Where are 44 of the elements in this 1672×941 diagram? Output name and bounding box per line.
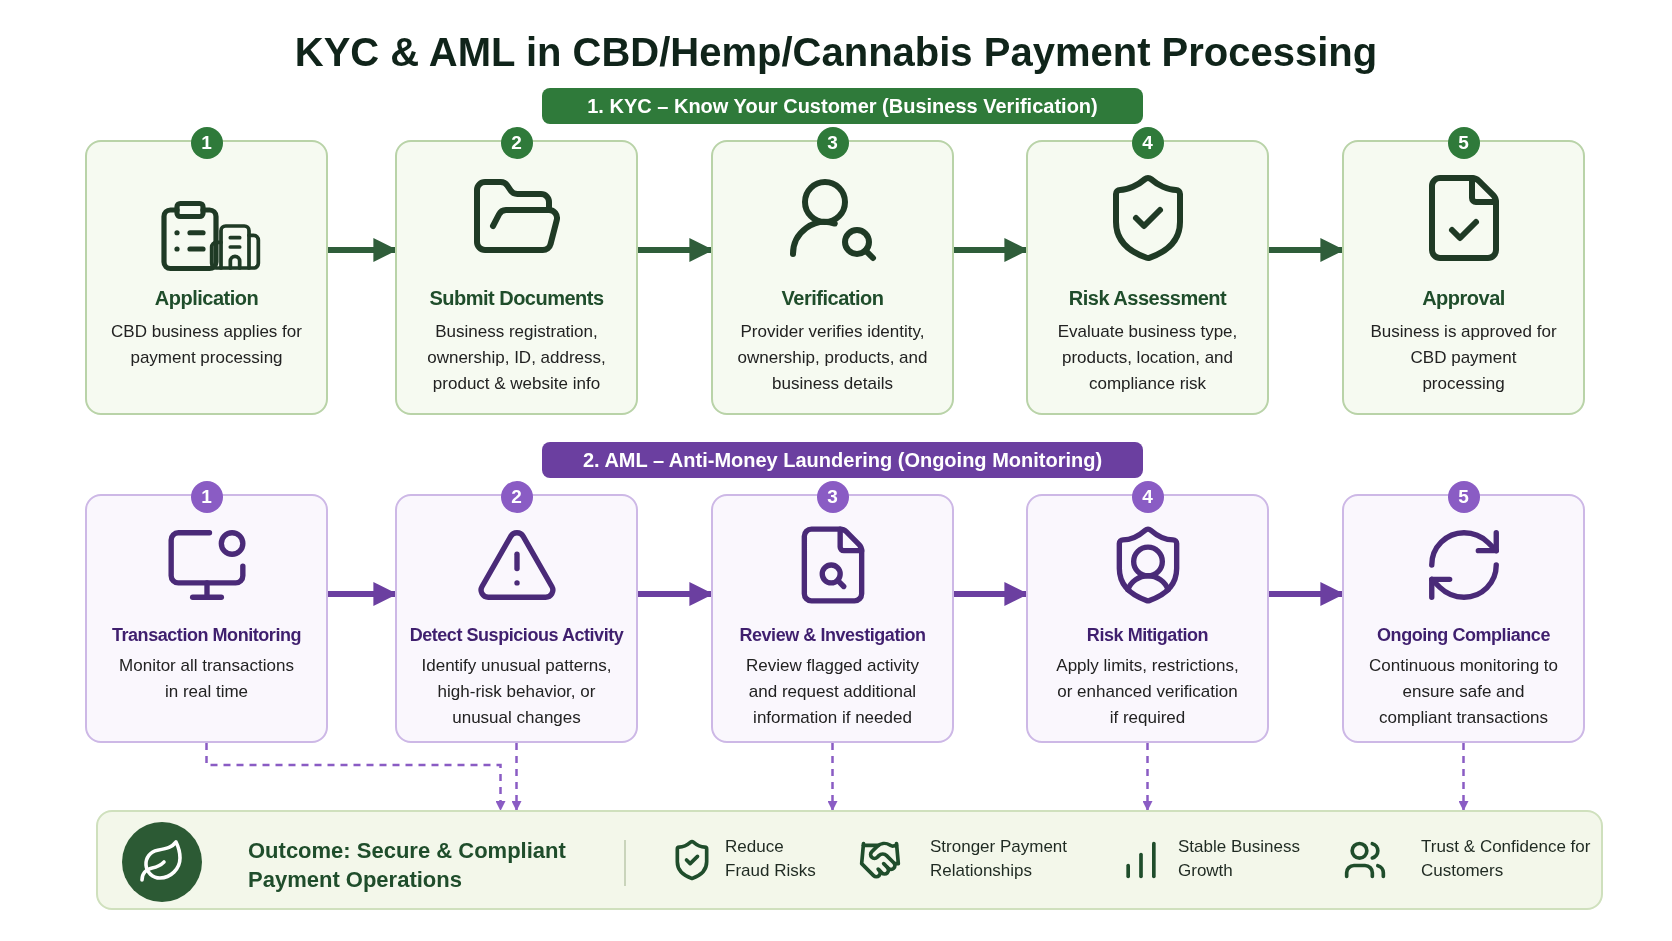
outcome-panel xyxy=(96,810,1603,910)
outcome-title: Outcome: Secure & Compliant Payment Operations xyxy=(248,837,567,894)
arrow xyxy=(511,743,522,811)
benefit-text: Trust & Confidence for Customers xyxy=(1421,836,1591,882)
step-number: 2 xyxy=(500,481,533,513)
step-number: 4 xyxy=(1131,481,1164,513)
step-description: Business is approved for CBD payment processing xyxy=(1369,321,1558,395)
arrow xyxy=(205,743,506,811)
benefit-text: Reduce Fraud Risks xyxy=(725,836,817,882)
step-number: 1 xyxy=(190,127,223,159)
step-number: 3 xyxy=(816,127,849,159)
step-title: Risk Assessment xyxy=(1067,286,1228,311)
step-title: Ongoing Compliance xyxy=(1376,624,1551,647)
step-description: CBD business applies for payment processing xyxy=(110,321,303,369)
step-number: 2 xyxy=(500,127,533,159)
step-title: Approval xyxy=(1421,286,1506,311)
step-description: Identify unusual patterns, high-risk behavior, or unusual changes xyxy=(420,655,613,729)
step-title: Application xyxy=(153,286,260,311)
step-description: Monitor all transactions in real time xyxy=(118,655,295,703)
section-banner: 2. AML – Anti-Money Laundering (Ongoing Monitoring) xyxy=(542,442,1143,478)
benefit-text: Stronger Payment Relationships xyxy=(930,836,1068,882)
step-description: Evaluate business type, products, location, and compliance risk xyxy=(1056,321,1239,395)
step-number: 5 xyxy=(1447,481,1480,513)
step-number: 4 xyxy=(1131,127,1164,159)
step-description: Business registration, ownership, ID, address, product & website info xyxy=(426,321,607,395)
step-title: Detect Suspicious Activity xyxy=(408,624,625,647)
step-description: Review flagged activity and request additional information if needed xyxy=(745,655,920,729)
benefit-text: Stable Business Growth xyxy=(1178,836,1301,882)
arrow xyxy=(1458,743,1469,811)
step-number: 3 xyxy=(816,481,849,513)
step-title: Verification xyxy=(780,286,885,311)
step-description: Continuous monitoring to ensure safe and compliant transactions xyxy=(1368,655,1559,729)
step-title: Transaction Monitoring xyxy=(110,624,303,647)
step-title: Submit Documents xyxy=(428,286,605,311)
step-number: 5 xyxy=(1447,127,1480,159)
section-banner: 1. KYC – Know Your Customer (Business Verification) xyxy=(542,88,1143,124)
step-title: Risk Mitigation xyxy=(1085,624,1210,647)
arrow xyxy=(827,743,838,811)
step-number: 1 xyxy=(190,481,223,513)
step-description: Provider verifies identity, ownership, products, and business details xyxy=(736,321,929,395)
title: KYC & AML in CBD/Hemp/Cannabis Payment Processing xyxy=(293,29,1379,76)
arrow xyxy=(1142,743,1153,811)
step-description: Apply limits, restrictions, or enhanced verification if required xyxy=(1055,655,1240,729)
step-title: Review & Investigation xyxy=(738,624,927,647)
